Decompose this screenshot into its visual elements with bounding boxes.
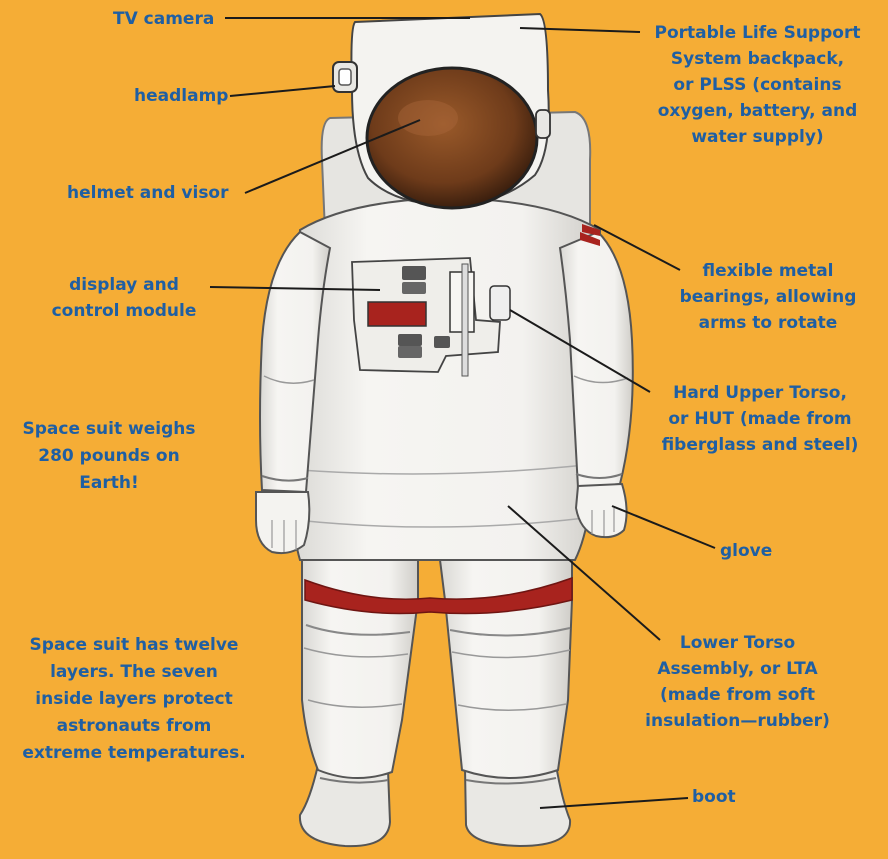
label-plss: Portable Life Support System backpack, o… <box>650 20 865 150</box>
label-helmet-and-visor: helmet and visor <box>67 180 229 206</box>
note-suit-layers: Space suit has twelve layers. The seven … <box>14 632 254 767</box>
label-flexible-metal-bearings: flexible metal bearings, allowing arms t… <box>678 258 858 336</box>
leader-glove <box>612 506 715 548</box>
headlamp-shape <box>333 62 357 92</box>
label-lower-torso-assembly: Lower Torso Assembly, or LTA (made from … <box>640 630 835 734</box>
label-tv-camera: TV camera <box>113 6 214 32</box>
label-headlamp: headlamp <box>134 83 228 109</box>
helmet <box>351 14 548 208</box>
visor <box>367 68 537 208</box>
label-hard-upper-torso: Hard Upper Torso, or HUT (made from fibe… <box>655 380 865 458</box>
label-display-and-control-module: display and control module <box>44 272 204 324</box>
leader-headlamp <box>230 86 335 96</box>
right-headlamp-shape <box>536 110 550 138</box>
label-boot: boot <box>692 784 736 810</box>
label-glove: glove <box>720 538 772 564</box>
left-glove <box>256 492 309 553</box>
note-suit-weight: Space suit weighs 280 pounds on Earth! <box>14 416 204 497</box>
